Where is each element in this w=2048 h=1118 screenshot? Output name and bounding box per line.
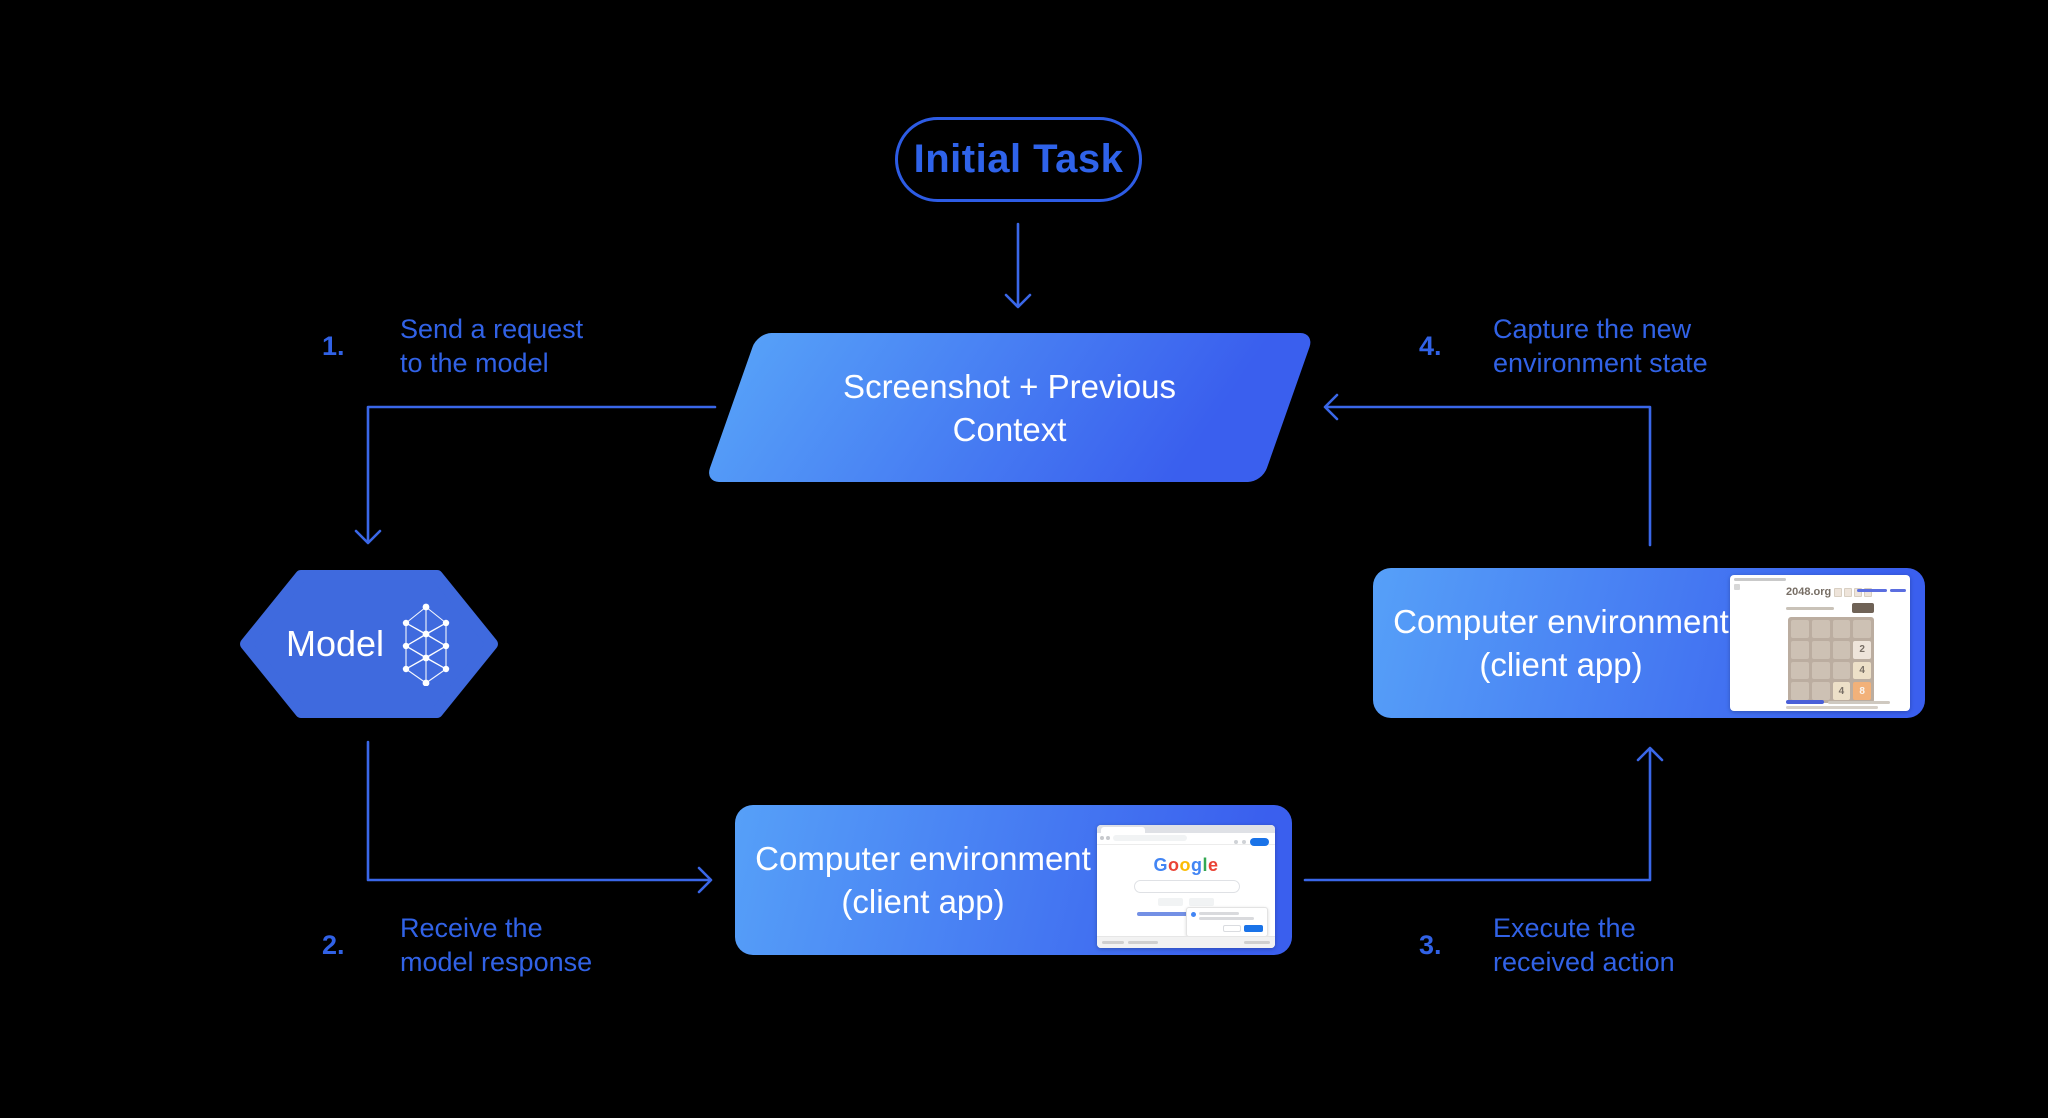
address-bar <box>1113 835 1187 841</box>
dialog-primary-button <box>1244 925 1263 932</box>
bottom-link <box>1786 700 1824 704</box>
consent-dialog <box>1186 907 1268 937</box>
board-cell <box>1791 640 1809 659</box>
dialog-secondary-button <box>1223 925 1241 932</box>
arrow-env2-to-context <box>1323 393 1652 547</box>
board-cell <box>1853 620 1871 638</box>
board-cell <box>1791 620 1809 638</box>
board-cell <box>1811 640 1830 659</box>
board-cell <box>1811 661 1830 680</box>
board-cell <box>1832 620 1851 638</box>
forward-icon <box>1106 836 1110 840</box>
computer-environment-node-bottom: Computer environment (client app) Google <box>735 805 1292 955</box>
screenshot-context-node: Screenshot + Previous Context <box>705 333 1315 482</box>
step-2-number: 2. <box>322 930 345 960</box>
google-homepage-thumbnail: Google <box>1097 825 1275 948</box>
game-tile: 4 <box>1853 661 1871 680</box>
game-tile: 2 <box>1853 640 1871 659</box>
step-3-number: 3. <box>1419 930 1442 960</box>
google-footer <box>1097 936 1275 948</box>
initial-task-label: Initial Task <box>913 137 1124 181</box>
arrow-model-to-env <box>366 740 713 894</box>
computer-environment-label: Computer environment (client app) <box>1393 603 1729 683</box>
google-search-box <box>1134 880 1240 893</box>
arrow-env-to-env2 <box>1303 746 1664 882</box>
bottom-text <box>1828 701 1890 704</box>
board-cell <box>1791 682 1809 700</box>
computer-environment-node-right: Computer environment (client app) 2048.o… <box>1373 568 1925 718</box>
board-cell <box>1811 682 1830 700</box>
browser-tab <box>1101 827 1145 833</box>
step-4-number: 4. <box>1419 331 1442 361</box>
bottom-text <box>1786 706 1878 709</box>
browser-tabstrip <box>1097 825 1275 833</box>
model-label: Model <box>285 623 385 664</box>
arrow-context-to-model <box>354 405 717 545</box>
neural-network-icon <box>402 603 450 686</box>
score-boxes <box>1834 588 1872 597</box>
board-cell <box>1832 640 1851 659</box>
computer-environment-label: Computer environment (client app) <box>755 840 1091 920</box>
board-cell <box>1811 620 1830 638</box>
google-logo: Google <box>1153 855 1219 875</box>
signin-button <box>1250 838 1269 846</box>
board-cell <box>1832 661 1851 680</box>
step-1-number: 1. <box>322 331 345 361</box>
google-search-buttons <box>1097 898 1275 906</box>
model-node: Model <box>238 568 500 720</box>
game-tile: 8 <box>1853 682 1871 700</box>
favicon <box>1734 584 1740 590</box>
dialog-icon <box>1191 912 1196 917</box>
browser-url-text <box>1734 578 1786 581</box>
apps-icon <box>1242 840 1246 844</box>
initial-task-node: Initial Task <box>895 117 1142 202</box>
new-game-button <box>1852 603 1874 613</box>
arrow-task-to-context <box>1004 222 1032 309</box>
browser-toolbar <box>1097 833 1275 845</box>
back-icon <box>1100 836 1104 840</box>
screenshot-context-label: Screenshot + Previous Context <box>843 367 1177 448</box>
game-tile: 4 <box>1832 682 1851 700</box>
google-header-actions <box>1234 838 1269 846</box>
subtitle-text <box>1786 607 1834 610</box>
gmail-link <box>1234 840 1238 844</box>
site-title: 2048.org <box>1786 586 1832 598</box>
board-cell <box>1791 661 1809 680</box>
top-links <box>1857 589 1906 592</box>
